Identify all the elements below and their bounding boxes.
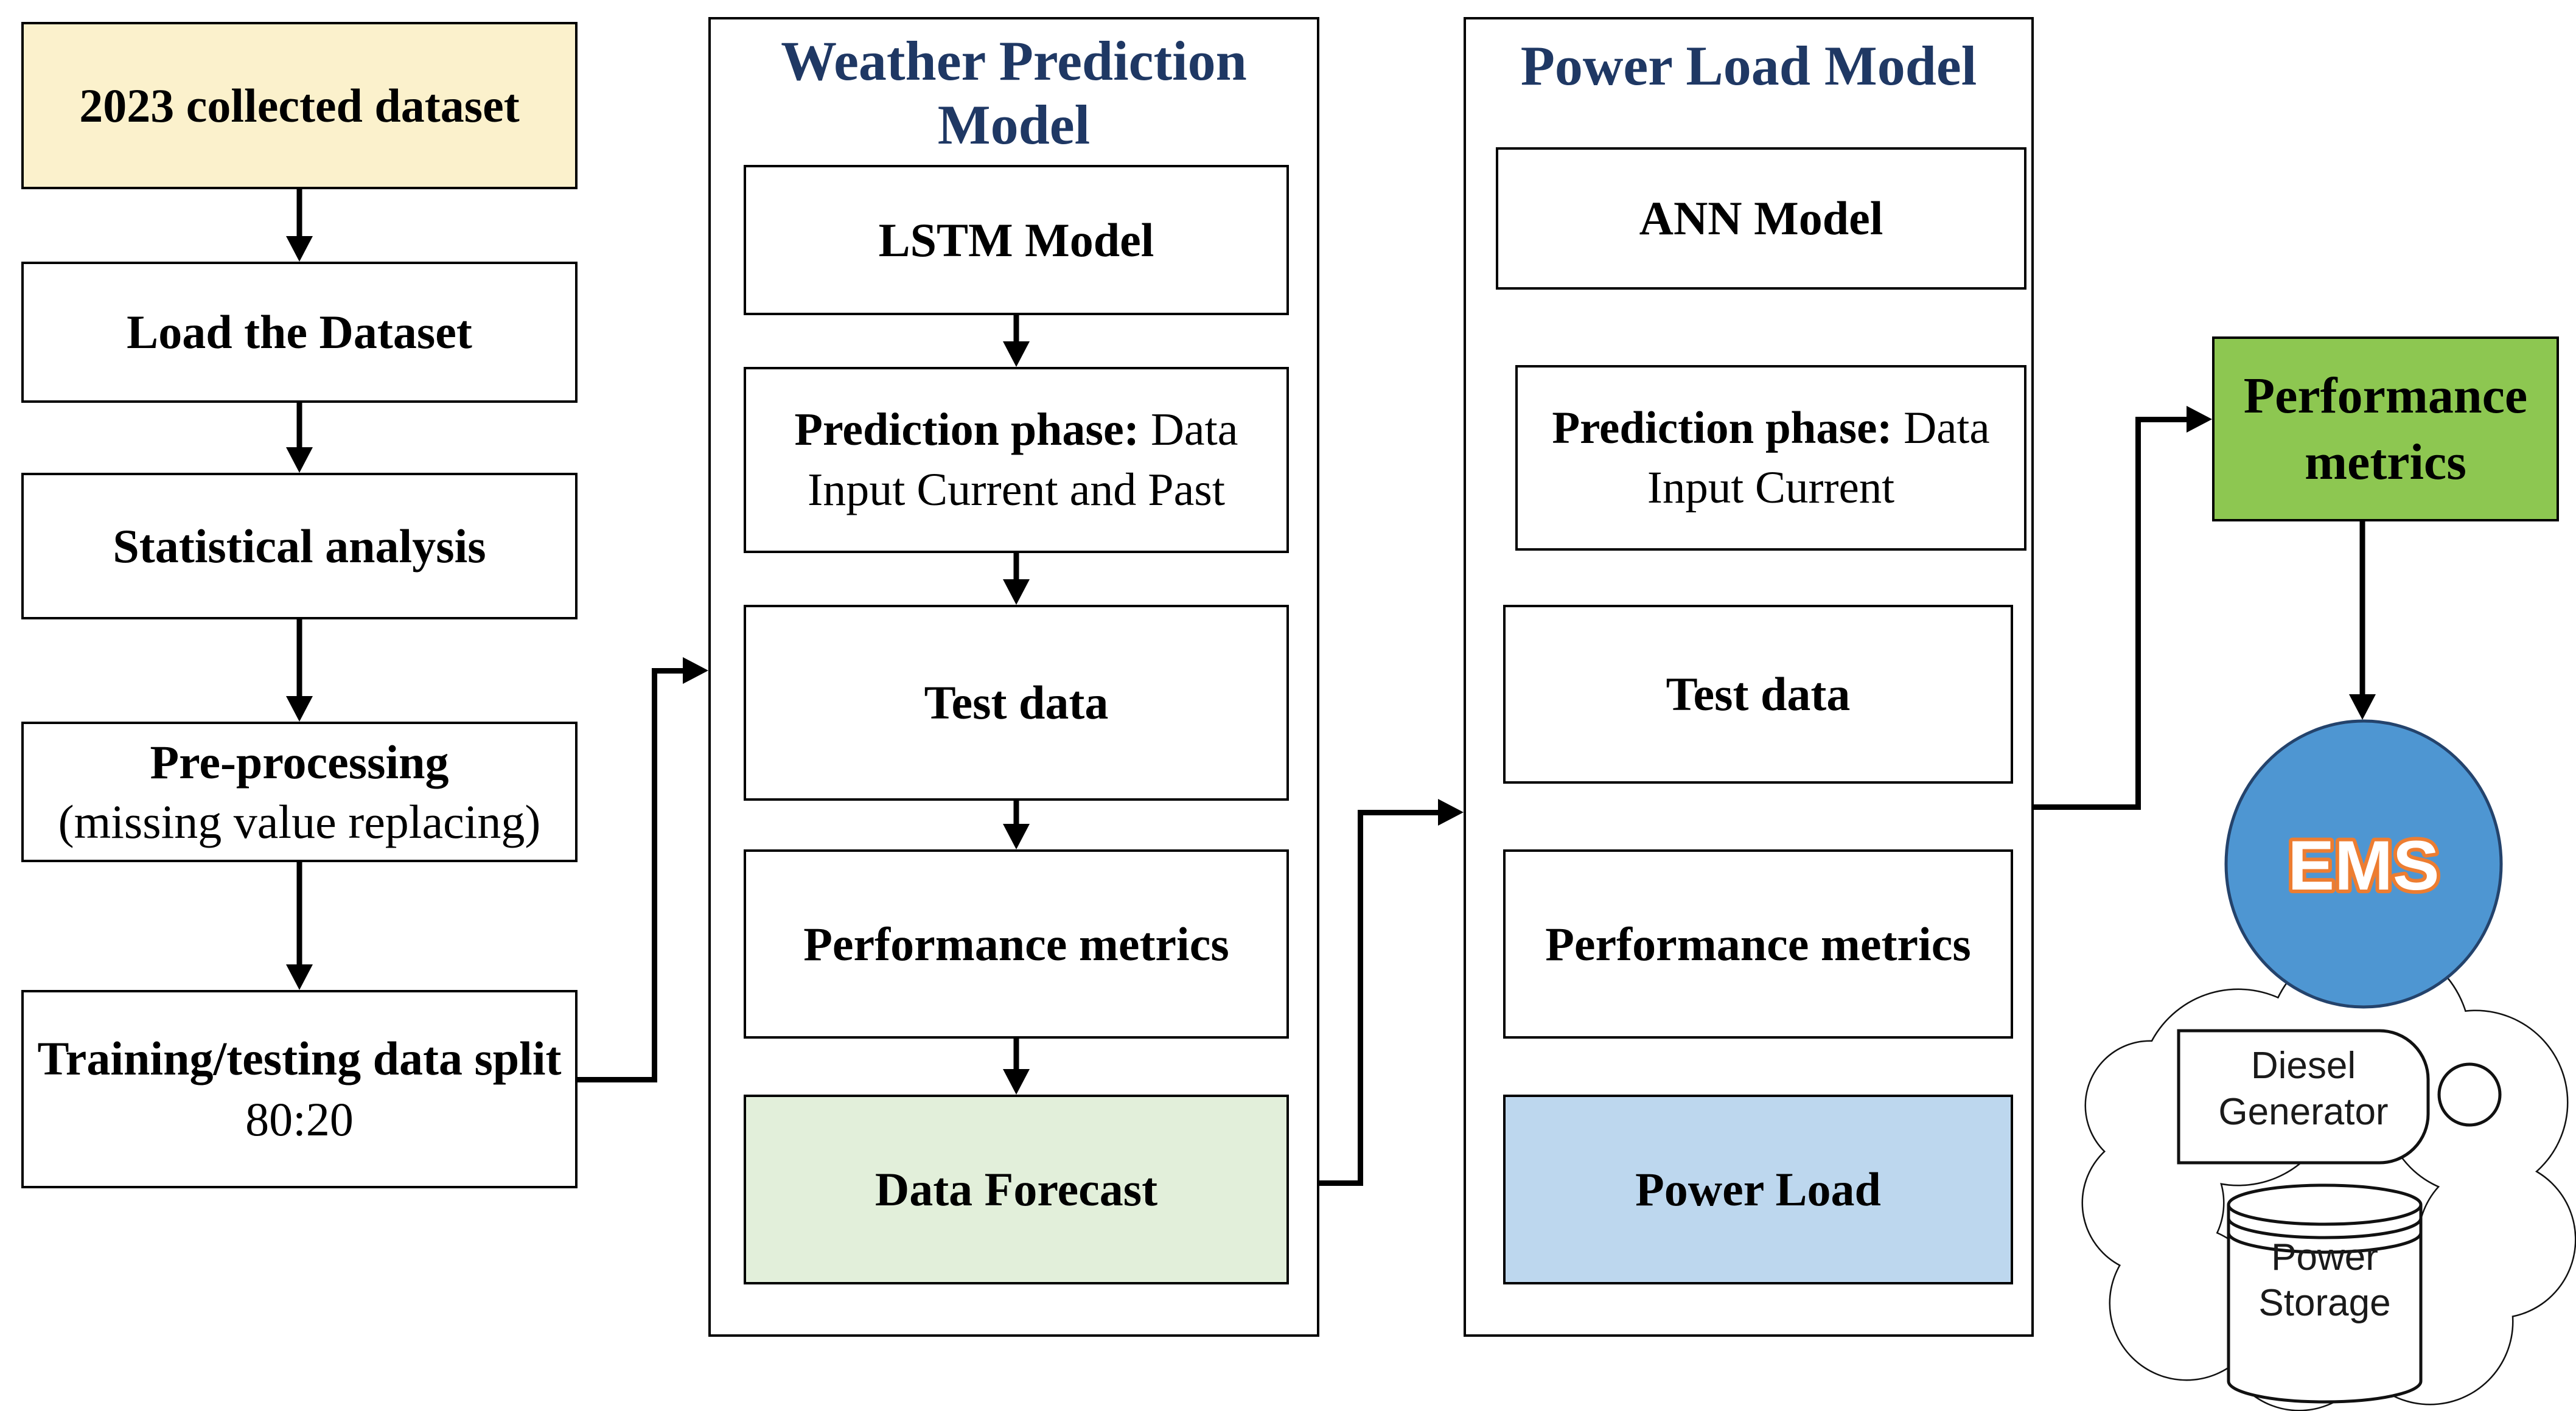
weather-performance-metrics-box: Performance metrics [744,849,1289,1039]
arrow-down-icon [1003,553,1030,605]
arrow-right-icon [2187,406,2212,433]
weather-model-title: Weather Prediction Model [781,30,1247,156]
preprocessing-sub: (missing value replacing) [58,795,541,848]
dataset-2023-box: 2023 collected dataset [21,22,578,189]
power-storage-cylinder-body [2227,1205,2423,1404]
data-forecast-label: Data Forecast [874,1163,1158,1216]
cylinder-ring [2227,1232,2423,1254]
prediction-phase-tail: Data [1139,404,1238,456]
arrow-down-icon [286,619,313,722]
lstm-model-box: LSTM Model [744,165,1289,315]
power-prediction-phase-box: Prediction phase: Data Input Current [1515,365,2026,551]
bubble-circle-icon [2437,1062,2502,1127]
arrow-down-icon [1003,801,1030,849]
arrow-down-icon [286,862,313,990]
train-test-split-title: Training/testing data split [37,1032,562,1085]
ann-model-box: ANN Model [1496,147,2026,290]
power-performance-metrics-label: Performance metrics [1545,917,1971,970]
train-test-split-box: Training/testing data split 80:20 [21,990,578,1188]
preprocessing-title: Pre-processing [150,736,449,789]
final-performance-metrics-box: Performance metrics [2212,336,2559,521]
prediction-phase-bold: Prediction phase: [1552,403,1893,453]
lstm-model-label: LSTM Model [878,213,1154,267]
train-test-split-ratio: 80:20 [245,1093,354,1146]
connector-line [2034,804,2141,810]
prediction-phase-line2: Input Current and Past [807,464,1225,515]
arrow-down-icon [1003,315,1030,367]
arrow-down-icon [286,189,313,262]
arrow-right-icon [1438,799,1464,826]
weather-test-data-box: Test data [744,605,1289,801]
cylinder-top [2227,1183,2423,1226]
ems-node: EMS [2224,719,2503,1009]
connector-line [1358,810,1363,1186]
preprocessing-box: Pre-processing (missing value replacing) [21,722,578,862]
ems-label: EMS [2288,827,2439,905]
prediction-phase-line2: Input Current [1647,462,1895,513]
power-load-box: Power Load [1503,1095,2013,1284]
weather-test-data-label: Test data [924,676,1109,730]
connector-line [2135,417,2141,810]
weather-prediction-phase-box: Prediction phase: Data Input Current and… [744,367,1289,553]
load-dataset-label: Load the Dataset [127,305,472,359]
connector-line [578,1077,657,1082]
load-dataset-box: Load the Dataset [21,262,578,403]
prediction-phase-bold: Prediction phase: [794,404,1139,456]
diesel-generator-label-line1: Diesel [2251,1045,2356,1087]
power-load-label: Power Load [1635,1163,1881,1216]
weather-performance-metrics-label: Performance metrics [803,917,1229,970]
arrow-down-icon [2349,521,2376,720]
cylinder-ring [2227,1218,2423,1239]
power-performance-metrics-box: Performance metrics [1503,849,2013,1039]
dataset-2023-label: 2023 collected dataset [79,78,520,132]
arrow-down-icon [286,403,313,473]
diesel-generator-shape [2177,1029,2430,1165]
data-forecast-box: Data Forecast [744,1095,1289,1284]
microgrid-cloud: Diesel Generator Power Storage [2081,963,2576,1411]
statistical-analysis-box: Statistical analysis [21,473,578,619]
ems-circle [2224,719,2503,1009]
prediction-phase-tail: Data [1892,403,1990,453]
power-test-data-box: Test data [1503,605,2013,784]
connector-line [2135,417,2187,422]
ann-model-label: ANN Model [1639,192,1883,245]
arrow-right-icon [683,657,708,684]
arrow-down-icon [1003,1039,1030,1095]
connector-line [1319,1180,1363,1186]
connector-line [1358,810,1438,815]
connector-line [652,668,683,674]
diesel-generator-label-line2: Generator [2218,1091,2388,1133]
final-performance-metrics-label: Performance metrics [2243,367,2528,490]
power-storage-label-line2: Storage [2258,1282,2390,1324]
statistical-analysis-label: Statistical analysis [113,519,486,573]
connector-line [652,668,657,1082]
power-storage-label-line1: Power [2271,1236,2378,1278]
power-model-title: Power Load Model [1520,35,1977,97]
power-test-data-label: Test data [1666,667,1851,721]
